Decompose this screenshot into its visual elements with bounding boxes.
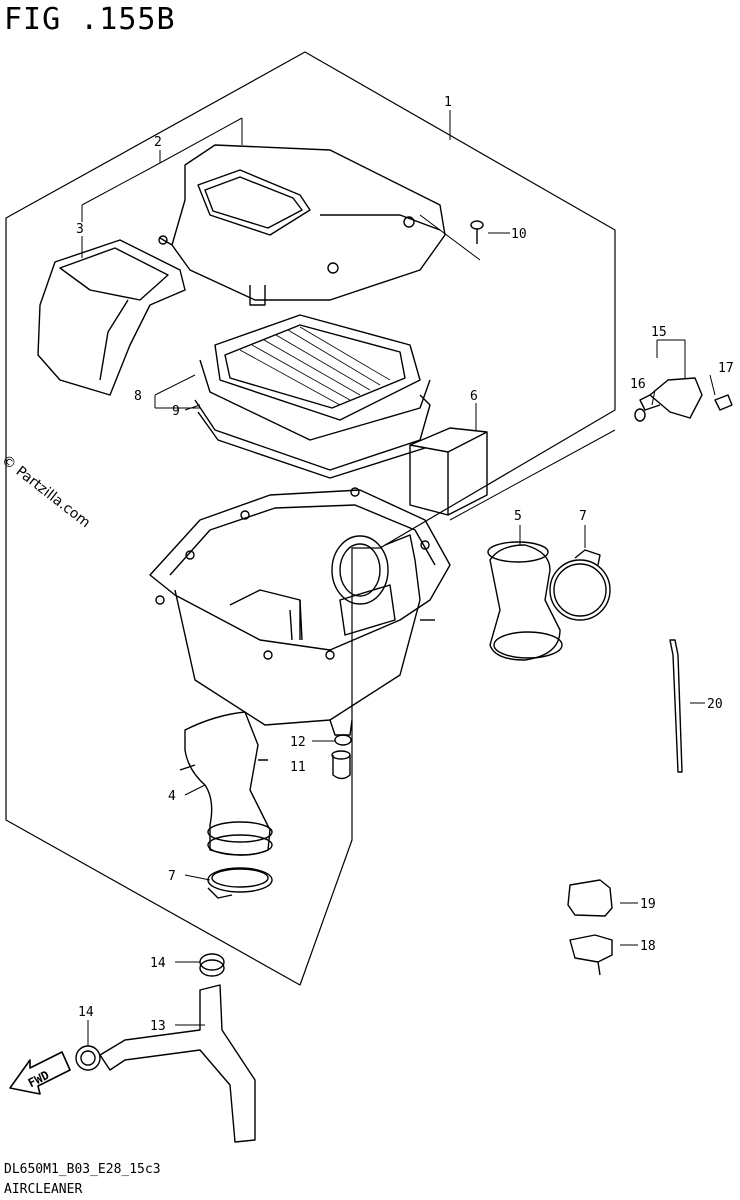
part-14-clamp-lower: [75, 1045, 101, 1071]
callout-10: 10: [511, 227, 527, 242]
part-6-sponge: [409, 427, 488, 516]
part-15-sensor: [639, 377, 703, 419]
part-17-screw: [714, 394, 733, 411]
forward-label: FWD: [26, 1068, 52, 1090]
callout-18: 18: [640, 939, 656, 954]
callout-8: 8: [134, 389, 142, 404]
part-7-clamp-lower: [207, 867, 273, 899]
part-14-clamp-upper: [199, 953, 225, 977]
callout-13: 13: [150, 1019, 166, 1034]
callout-17: 17: [718, 361, 734, 376]
callout-1: 1: [444, 95, 452, 110]
part-7-clamp-upper: [549, 549, 611, 621]
part-5-inlet-tube: [487, 541, 563, 661]
part-12-clamp-small: [334, 734, 352, 746]
callout-15: 15: [651, 325, 667, 340]
part-19-connector-cap: [567, 879, 613, 917]
assembly-outline: [5, 51, 616, 986]
part-10-screw: [470, 220, 484, 244]
part-3-intake-duct: [37, 239, 186, 396]
part-13-breather-hose: [99, 984, 256, 1143]
part-11-drain-plug: [331, 750, 351, 780]
part-8-filter-element: [199, 314, 431, 441]
part-20-cable-tie: [669, 639, 683, 773]
callout-2: 2: [154, 135, 162, 150]
diagram-code: DL650M1_B03_E28_15c3: [4, 1162, 161, 1177]
part-4-hose: [179, 711, 273, 856]
callout-14-lower: 14: [78, 1005, 94, 1020]
figure-title: FIG .155B: [4, 2, 176, 37]
part-16-o-ring: [634, 408, 646, 422]
callout-9: 9: [172, 404, 180, 419]
callout-6: 6: [470, 389, 478, 404]
callout-20: 20: [707, 697, 723, 712]
callout-14-upper: 14: [150, 956, 166, 971]
callout-12: 12: [290, 735, 306, 750]
part-18-sensor: [569, 934, 613, 976]
callout-19: 19: [640, 897, 656, 912]
part-2-cleaner-cap: [158, 144, 446, 306]
callout-3: 3: [76, 222, 84, 237]
callout-labels: 1 2 3 4 5 6 7 7 8 9 10 11 12 13 14 14 15…: [26, 95, 734, 1090]
callout-11: 11: [290, 760, 306, 775]
callout-5: 5: [514, 509, 522, 524]
part-9-seal: [194, 394, 431, 479]
callout-7-lower: 7: [168, 869, 176, 884]
leader-lines: [81, 110, 716, 1046]
callout-16: 16: [630, 377, 646, 392]
forward-direction-arrow: [9, 1051, 71, 1095]
diagram-name: AIRCLEANER: [4, 1182, 83, 1197]
air-cleaner-case: [149, 487, 451, 736]
callout-7-upper: 7: [579, 509, 587, 524]
callout-4: 4: [168, 789, 176, 804]
